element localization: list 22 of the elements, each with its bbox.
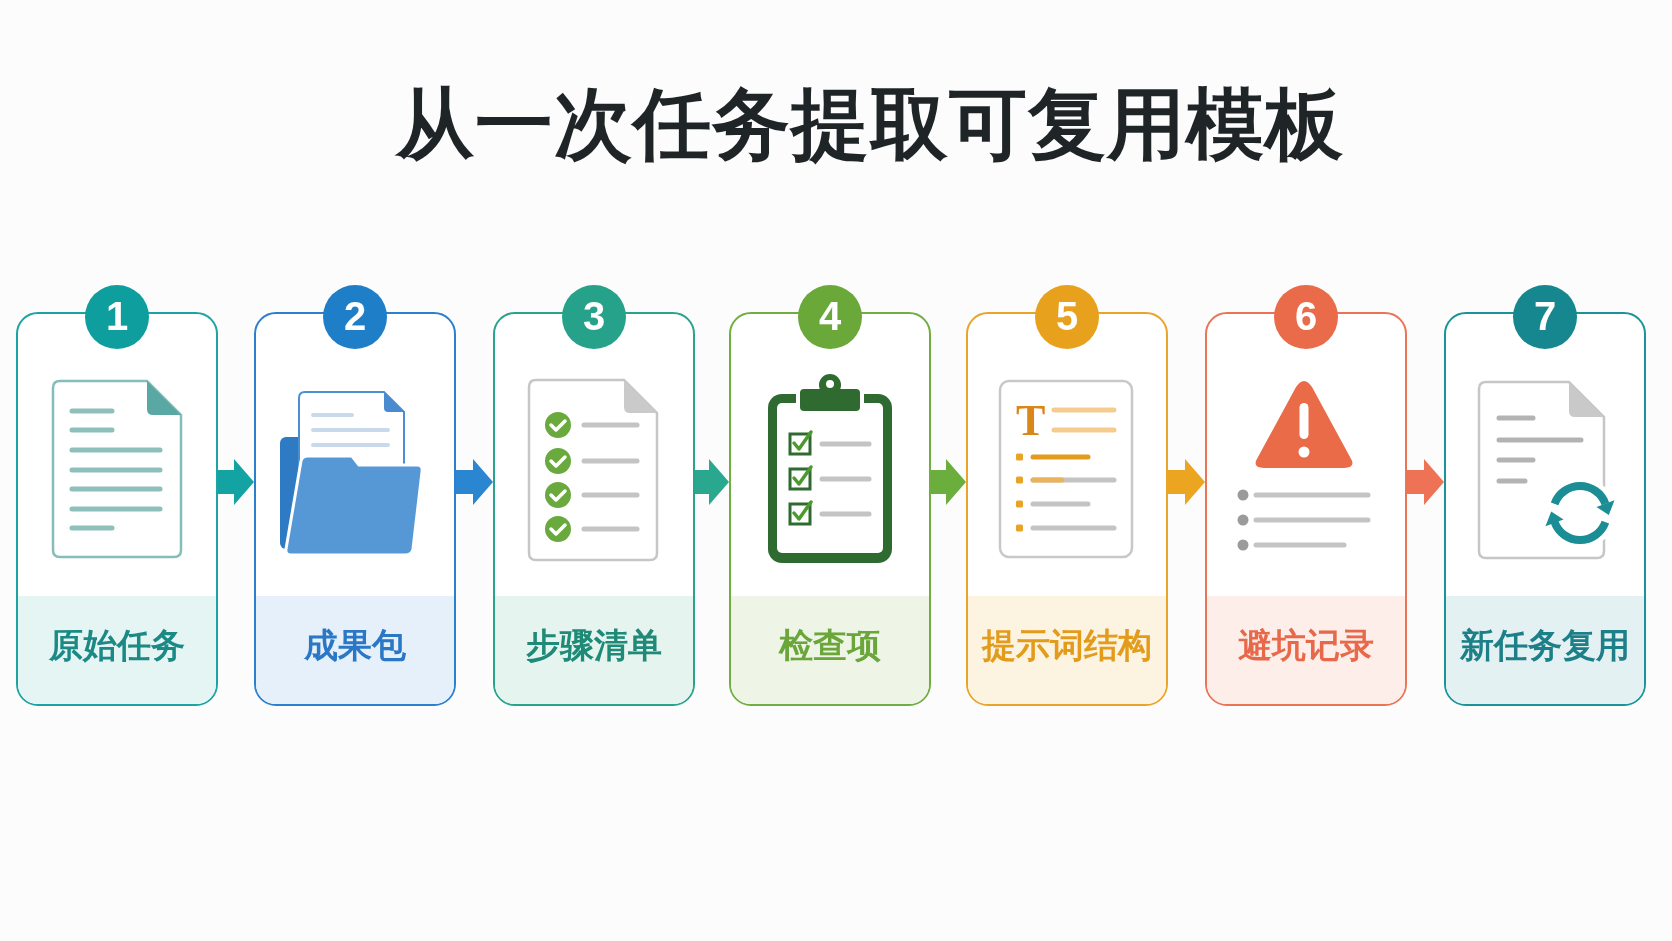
step-label: 原始任务 (18, 595, 216, 704)
arrow (931, 459, 966, 505)
title: 从一次任务提取可复用模板 (396, 82, 1344, 168)
step-label: 提示词结构 (968, 595, 1166, 704)
step-label: 新任务复用 (1446, 595, 1644, 704)
step-number-badge: 3 (562, 284, 626, 349)
arrow (1168, 459, 1205, 505)
arrow (456, 459, 493, 505)
step-number-badge: 5 (1035, 284, 1099, 349)
step-label: 避坑记录 (1207, 595, 1405, 704)
step-label: 步骤清单 (495, 595, 693, 704)
arrow (218, 459, 254, 505)
step-number-badge: 1 (85, 284, 149, 349)
format-letter: T (1016, 399, 1046, 443)
step-number-badge: 4 (798, 284, 862, 349)
step-label: 成果包 (256, 595, 454, 704)
step-label: 检查项 (731, 595, 929, 704)
step-number-badge: 6 (1274, 284, 1338, 349)
arrow (1407, 459, 1444, 505)
arrow (695, 459, 729, 505)
step-number-badge: 7 (1513, 284, 1577, 349)
step-number-badge: 2 (323, 284, 387, 349)
